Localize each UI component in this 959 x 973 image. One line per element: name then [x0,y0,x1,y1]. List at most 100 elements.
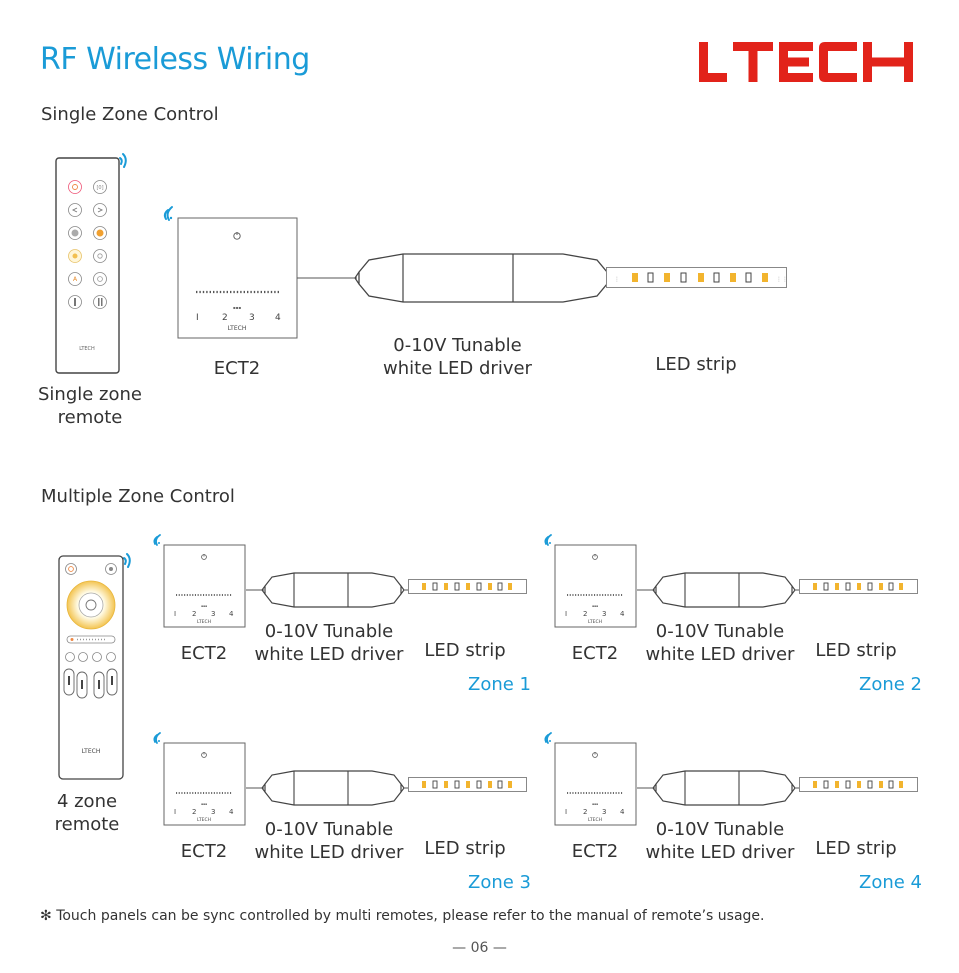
zone-label: Zone 3 [468,872,531,893]
svg-text:▪▪▪: ▪▪▪ [201,802,207,806]
svg-text:LTECH: LTECH [228,325,247,332]
svg-text:I: I [196,313,199,323]
svg-text:2: 2 [192,610,196,618]
ect2-panel: ▪▪▪ I 2 3 4 LTECH [544,732,637,826]
ect2-panel: ▪▪▪ I 2 3 4 LTECH [153,534,246,628]
svg-text:▪▪▪: ▪▪▪ [201,604,207,608]
driver-label-line1: 0-10V Tunable [264,621,394,642]
svg-text:4: 4 [229,610,234,618]
zone-driver-label: 0-10V Tunable white LED driver [248,620,410,666]
svg-text:▪▪▪: ▪▪▪ [233,305,241,310]
remote-label-line2: remote [57,407,123,428]
zone-panel-label: ECT2 [180,643,228,664]
svg-text:I: I [565,610,567,618]
single-driver-label: 0-10V Tunable white LED driver [375,334,540,380]
svg-text:▪▪▪: ▪▪▪ [592,802,598,806]
remote-label-line2: remote [54,814,120,835]
wireless-signal-icon [544,534,552,546]
svg-text:LTECH: LTECH [82,748,101,755]
zone-driver-label: 0-10V Tunable white LED driver [248,818,410,864]
single-zone-remote: [0] A LTECH [55,153,127,374]
svg-text:LTECH: LTECH [197,619,211,625]
multi-zone-heading: Multiple Zone Control [41,486,235,507]
led-driver [261,572,405,608]
zone-wiring [637,572,803,608]
led-strip: ⋮ ⋮⋮ [606,267,788,288]
led-strip [799,777,918,792]
svg-text:3: 3 [602,610,606,618]
led-driver [354,253,612,303]
driver-label-line1: 0-10V Tunable [264,819,394,840]
driver-label-line2: white LED driver [383,358,532,379]
led-strip [799,579,918,594]
svg-text:LTECH: LTECH [197,817,211,823]
zone-panel-label: ECT2 [571,841,619,862]
zone-strip-label: LED strip [424,640,506,661]
svg-text:4: 4 [275,313,281,323]
ect2-panel: ▪▪▪ I 2 3 4 LTECH [544,534,637,628]
zone-strip-label: LED strip [815,640,897,661]
led-strip [408,579,527,594]
page-number: — 06 — [452,940,507,956]
ect2-panel: ▪▪▪ I 2 3 4 LTECH [163,206,298,339]
single-zone-remote-label: Single zone remote [30,383,150,429]
remote-label-line1: 4 zone [56,791,118,812]
driver-label-line1: 0-10V Tunable [655,819,785,840]
driver-label-line1: 0-10V Tunable [393,335,522,356]
svg-text:LTECH: LTECH [588,619,602,625]
zone-label: Zone 2 [859,674,922,695]
wireless-signal-icon [153,534,161,546]
svg-text:I: I [174,808,176,816]
zone-wiring [637,770,803,806]
svg-text:I: I [565,808,567,816]
led-driver [261,770,405,806]
svg-text:4: 4 [620,610,625,618]
svg-text:3: 3 [602,808,606,816]
svg-text:3: 3 [211,808,215,816]
zone-panel-label: ECT2 [571,643,619,664]
zone-driver-label: 0-10V Tunable white LED driver [639,818,801,864]
driver-label-line2: white LED driver [254,644,404,665]
wireless-signal-icon [163,206,173,221]
driver-label-line2: white LED driver [645,644,795,665]
four-zone-remote: LTECH [58,553,131,780]
zone-wiring [246,572,412,608]
zone-wiring [246,770,412,806]
svg-text:2: 2 [192,808,196,816]
svg-text:LTECH: LTECH [79,346,95,352]
wireless-signal-icon [153,732,161,744]
driver-label-line2: white LED driver [254,842,404,863]
svg-text:⋮⋮: ⋮⋮ [776,276,788,283]
footnote-mark: ✻ [40,908,52,924]
svg-text:2: 2 [583,610,587,618]
remote-label-line1: Single zone [37,384,142,405]
svg-text:2: 2 [583,808,587,816]
svg-text:2: 2 [222,313,228,323]
svg-text:4: 4 [620,808,625,816]
single-zone-heading: Single Zone Control [41,104,219,125]
driver-label-line1: 0-10V Tunable [655,621,785,642]
zone-strip-label: LED strip [815,838,897,859]
zone-panel-label: ECT2 [180,841,228,862]
single-panel-label: ECT2 [213,358,261,379]
svg-text:4: 4 [229,808,234,816]
svg-text:3: 3 [211,610,215,618]
svg-text:3: 3 [249,313,255,323]
svg-text:LTECH: LTECH [588,817,602,823]
four-zone-remote-label: 4 zone remote [27,790,147,836]
svg-text:⋮: ⋮ [614,276,620,283]
svg-text:▪▪▪: ▪▪▪ [592,604,598,608]
svg-text:[0]: [0] [96,185,103,191]
footnote: ✻ Touch panels can be sync controlled by… [40,908,765,924]
led-driver [652,770,796,806]
footnote-text: Touch panels can be sync controlled by m… [56,908,765,924]
led-driver [652,572,796,608]
single-wiring [297,253,617,303]
zone-label: Zone 1 [468,674,531,695]
svg-text:I: I [174,610,176,618]
driver-label-line2: white LED driver [645,842,795,863]
single-strip-label: LED strip [655,354,737,375]
svg-text:A: A [73,276,78,283]
zone-driver-label: 0-10V Tunable white LED driver [639,620,801,666]
ect2-panel: ▪▪▪ I 2 3 4 LTECH [153,732,246,826]
